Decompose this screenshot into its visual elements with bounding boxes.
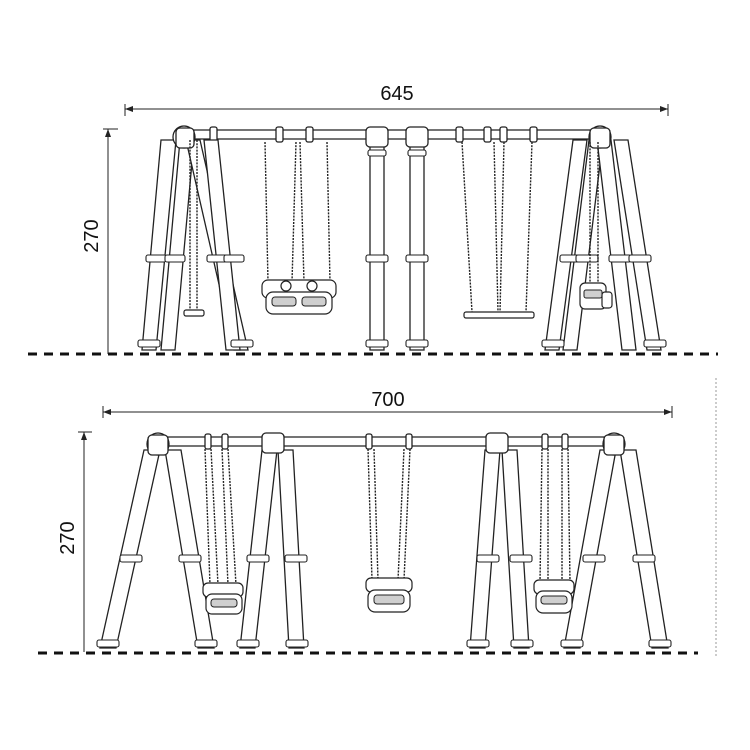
bottom-width-dimension: 700 bbox=[102, 389, 673, 418]
bottom-right-baby-seat bbox=[533, 448, 575, 614]
top-baby-seat-swing bbox=[261, 141, 337, 315]
bottom-mid-left-frame bbox=[236, 432, 309, 649]
bottom-left-frame bbox=[96, 432, 218, 649]
bottom-width-label: 700 bbox=[371, 389, 404, 411]
bottom-center-baby-seat bbox=[365, 448, 413, 613]
top-view: 645 270 bbox=[28, 83, 718, 356]
top-width-label: 645 bbox=[380, 83, 413, 105]
bottom-height-dimension: 270 bbox=[57, 431, 92, 652]
bottom-view: 700 270 bbox=[38, 378, 717, 658]
bottom-height-label: 270 bbox=[57, 521, 79, 554]
bottom-beam-clamps bbox=[204, 433, 569, 450]
top-width-dimension: 645 bbox=[124, 83, 669, 116]
top-beam-clamps bbox=[209, 126, 538, 143]
top-left-frame bbox=[137, 125, 254, 351]
bottom-mid-right-frame bbox=[466, 432, 534, 649]
top-height-dimension: 270 bbox=[81, 128, 118, 354]
top-beam bbox=[175, 129, 607, 140]
top-height-label: 270 bbox=[81, 219, 103, 252]
top-right-frame bbox=[541, 125, 667, 351]
top-center-posts bbox=[365, 126, 429, 351]
bottom-left-baby-seat bbox=[202, 448, 244, 615]
bottom-right-frame bbox=[560, 432, 672, 649]
top-flat-seat-swing bbox=[461, 141, 535, 319]
bottom-beam bbox=[149, 436, 621, 447]
